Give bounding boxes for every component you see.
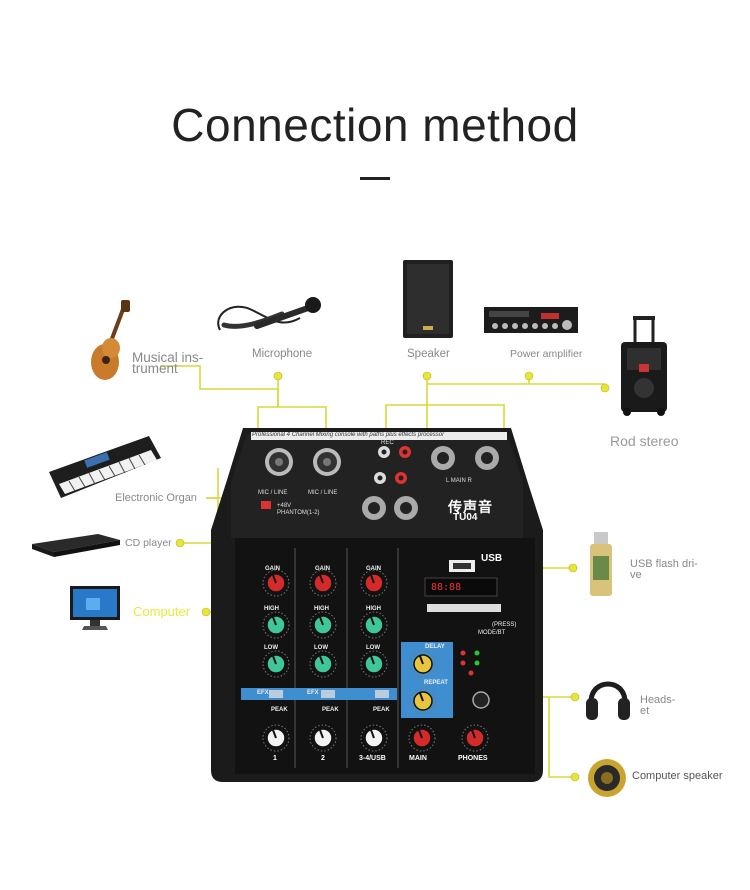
mic-line-label-1: MIC / LINE bbox=[258, 490, 288, 496]
low-label-1: LOW bbox=[264, 645, 278, 651]
high-knob-2[interactable] bbox=[309, 611, 337, 639]
high-knob-3[interactable] bbox=[360, 611, 388, 639]
main-label: L MAIN R bbox=[446, 478, 472, 484]
amplifier-icon bbox=[484, 307, 578, 333]
speaker-label: Speaker bbox=[407, 348, 450, 360]
level-knob-3[interactable] bbox=[360, 724, 388, 752]
channel-label-3: 3-4/USB bbox=[359, 755, 386, 762]
low-label-2: LOW bbox=[314, 645, 328, 651]
channel-label-phones: PHONES bbox=[458, 755, 488, 762]
level-knob-1[interactable] bbox=[262, 724, 290, 752]
high-label-1: HIGH bbox=[264, 606, 279, 612]
low-knob-2[interactable] bbox=[309, 650, 337, 678]
page-title: Connection method bbox=[171, 99, 579, 151]
gain-knob-1[interactable] bbox=[262, 569, 290, 597]
keyboard-icon bbox=[49, 436, 161, 498]
rod-stereo-label: Rod stereo bbox=[610, 433, 679, 449]
cd-player-label: CD player bbox=[125, 537, 172, 549]
cd-player-icon bbox=[32, 534, 120, 557]
high-label-2: HIGH bbox=[314, 606, 329, 612]
brand-name: 传声音 bbox=[448, 499, 493, 515]
guitar-icon bbox=[91, 300, 130, 380]
headset-icon bbox=[586, 681, 630, 720]
channel-label-1: 1 bbox=[273, 755, 277, 762]
rec-label: REC bbox=[381, 440, 394, 446]
repeat-knob[interactable] bbox=[409, 687, 437, 715]
usb-flash-icon bbox=[590, 532, 612, 596]
mode-label: MODE/BT bbox=[478, 630, 506, 636]
phantom-label: +48V PHANTOM(1-2) bbox=[277, 503, 320, 516]
peak-label-1: PEAK bbox=[271, 707, 288, 713]
delay-label: DELAY bbox=[425, 644, 445, 650]
gain-label-1: GAIN bbox=[265, 566, 280, 572]
microphone-icon bbox=[217, 297, 321, 331]
high-label-3: HIGH bbox=[366, 606, 381, 612]
amplifier-label: Power amplifier bbox=[510, 348, 583, 360]
gain-label-2: GAIN bbox=[315, 566, 330, 572]
main-knob[interactable] bbox=[408, 724, 436, 752]
repeat-label: REPEAT bbox=[424, 680, 448, 686]
channel-label-main: MAIN bbox=[409, 755, 427, 762]
display-readout: 88:88 bbox=[431, 582, 462, 593]
gain-knob-3[interactable] bbox=[360, 569, 388, 597]
low-label-3: LOW bbox=[366, 645, 380, 651]
efx-label-1: EFX bbox=[257, 690, 269, 696]
microphone-label: Microphone bbox=[252, 348, 313, 360]
high-knob-1[interactable] bbox=[262, 611, 290, 639]
phones-knob[interactable] bbox=[461, 724, 489, 752]
model-name: TU04 bbox=[453, 512, 478, 523]
headset-label: Heads- et bbox=[640, 694, 676, 717]
low-knob-3[interactable] bbox=[360, 650, 388, 678]
mic-line-label-2: MIC / LINE bbox=[308, 490, 338, 496]
mixer-header-text: Professional 4 Channel Mixing console wi… bbox=[252, 432, 445, 438]
delay-knob[interactable] bbox=[409, 650, 437, 678]
efx-label-2: EFX bbox=[307, 690, 319, 696]
computer-speaker-label: Computer speaker bbox=[632, 770, 723, 782]
level-knob-2[interactable] bbox=[309, 724, 337, 752]
computer-label: Computer bbox=[133, 604, 191, 619]
speaker-icon bbox=[403, 260, 453, 338]
usb-flash-label: USB flash dri- ve bbox=[630, 558, 698, 581]
rod-stereo-icon bbox=[621, 316, 667, 416]
low-knob-1[interactable] bbox=[262, 650, 290, 678]
channel-label-2: 2 bbox=[321, 755, 325, 762]
peak-label-3: PEAK bbox=[373, 707, 390, 713]
gain-knob-2[interactable] bbox=[309, 569, 337, 597]
mixer-knobs bbox=[262, 569, 489, 752]
computer-icon bbox=[70, 586, 120, 630]
organ-label: Electronic Organ bbox=[115, 492, 197, 504]
gain-label-3: GAIN bbox=[366, 566, 381, 572]
peak-label-2: PEAK bbox=[322, 707, 339, 713]
guitar-label: Musical ins- trument bbox=[132, 350, 204, 376]
title-underline bbox=[360, 177, 390, 180]
computer-speaker-icon bbox=[588, 759, 626, 797]
usb-label: USB bbox=[481, 553, 503, 564]
press-label: (PRESS) bbox=[492, 622, 517, 628]
